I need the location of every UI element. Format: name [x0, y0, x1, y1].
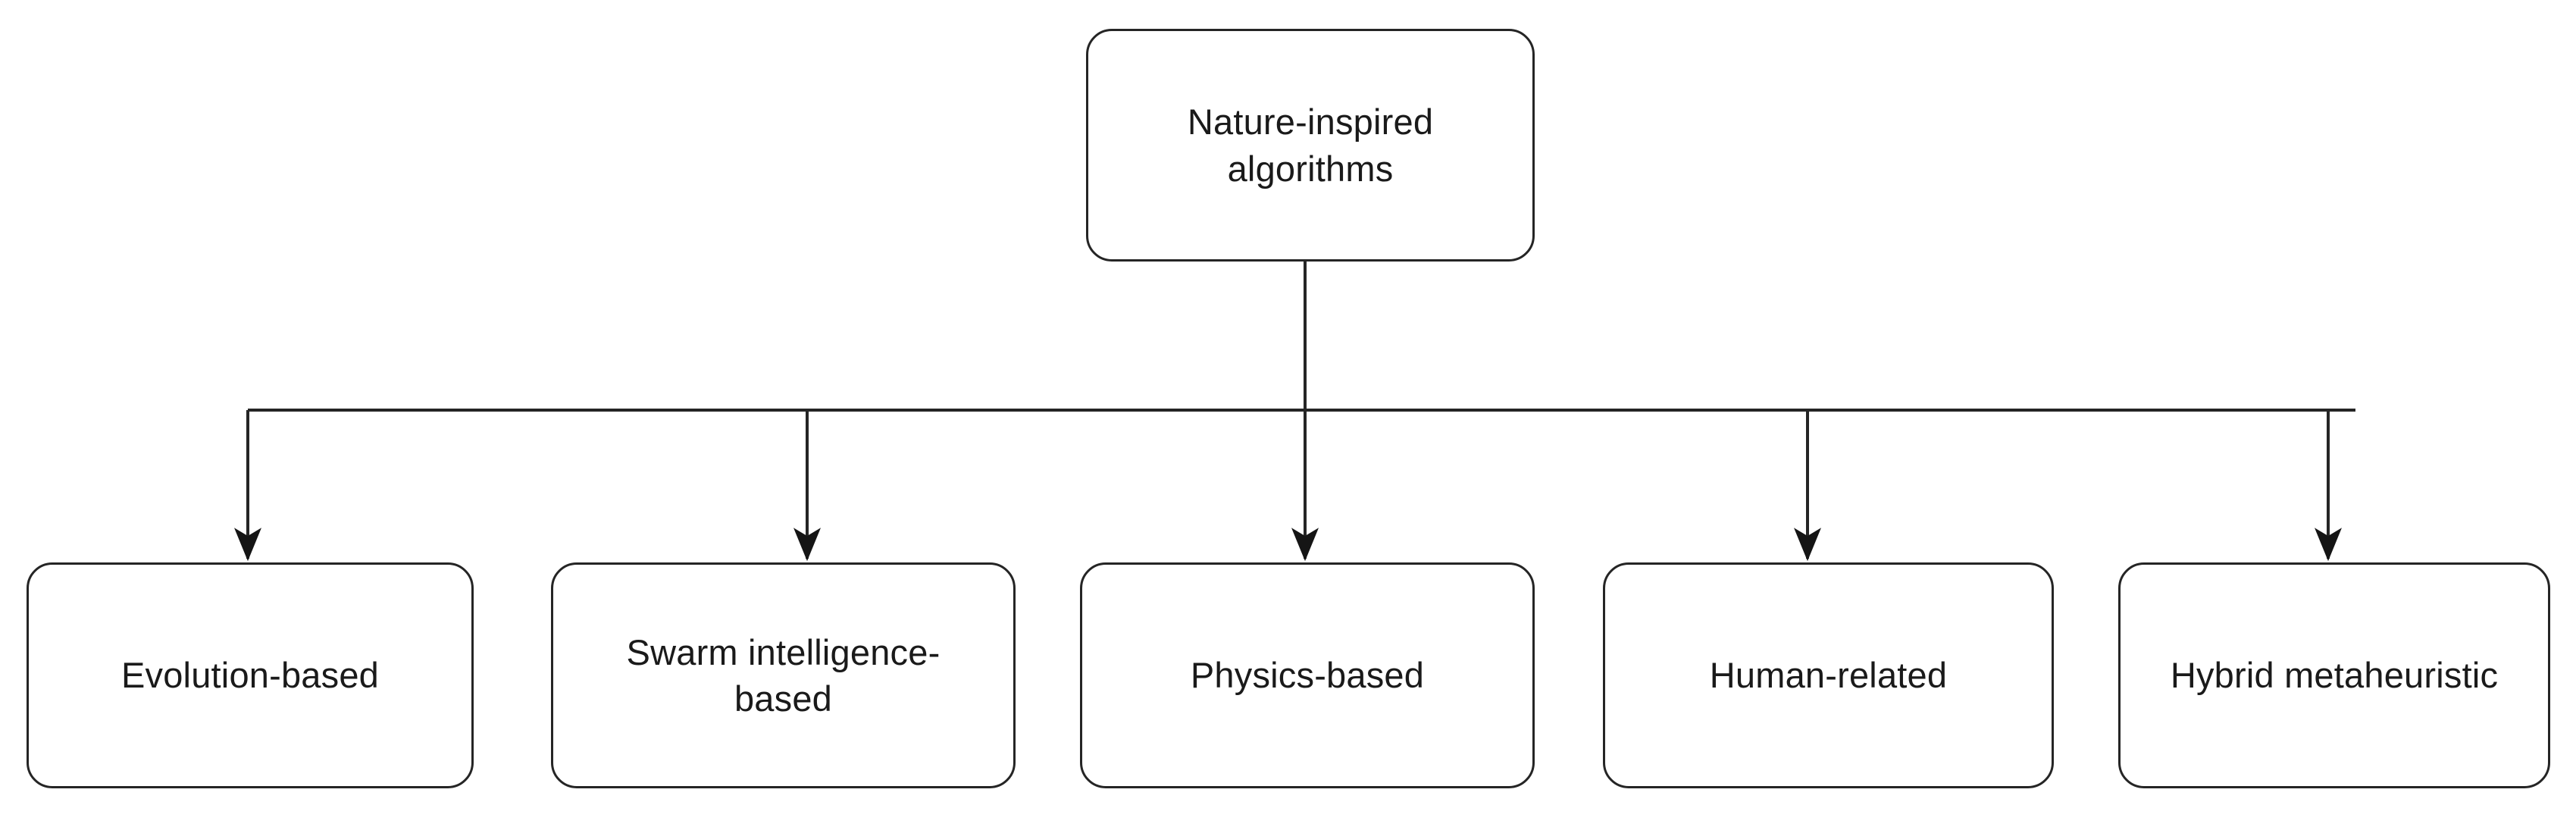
node-physics-based[interactable]: Physics-based [1080, 562, 1535, 788]
node-label-evolution-based: Evolution-based [121, 655, 380, 696]
node-label-human-related: Human-related [1709, 655, 1948, 696]
node-swarm-intelligence-based[interactable]: Swarm intelligence- based [551, 562, 1016, 788]
node-label-physics-based: Physics-based [1190, 655, 1425, 696]
node-nature-inspired-algorithms[interactable]: Nature-inspired algorithms [1086, 29, 1535, 262]
node-label-hybrid-metaheuristic: Hybrid metaheuristic [2170, 655, 2499, 696]
node-evolution-based[interactable]: Evolution-based [27, 562, 474, 788]
node-human-related[interactable]: Human-related [1603, 562, 2054, 788]
node-label-swarm-intelligence-based: Swarm intelligence- based [626, 631, 941, 719]
node-hybrid-metaheuristic[interactable]: Hybrid metaheuristic [2118, 562, 2550, 788]
node-label-nature-inspired-algorithms: Nature-inspired algorithms [1187, 102, 1434, 189]
